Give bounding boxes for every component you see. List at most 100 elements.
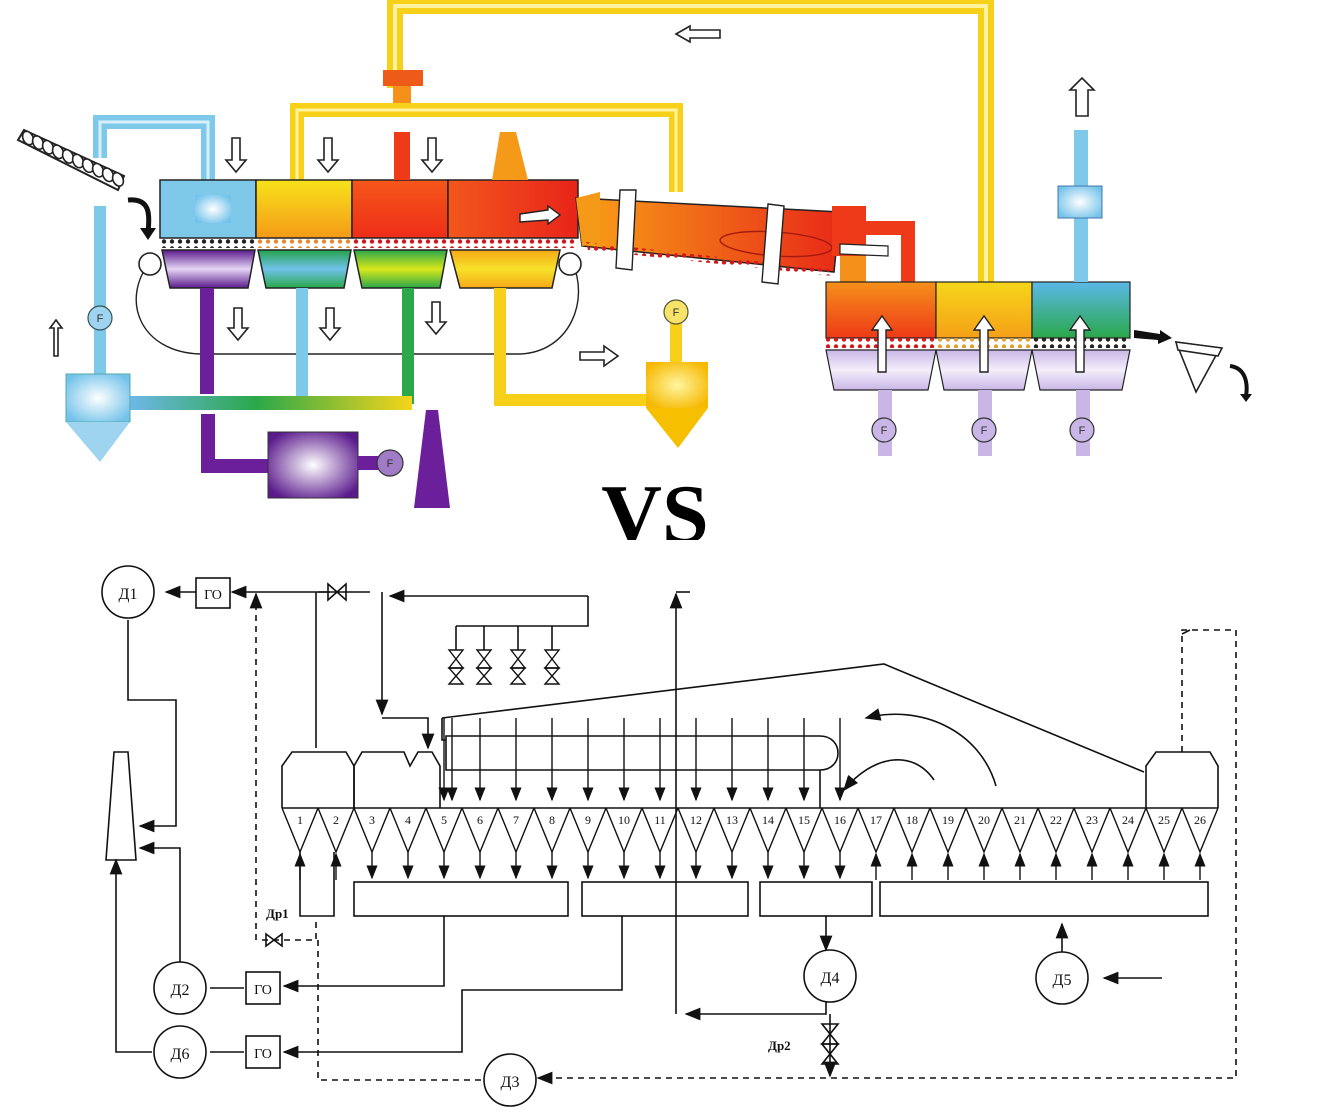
chamber-7 — [498, 808, 534, 852]
chamber-number: 6 — [477, 813, 483, 827]
fan-d4-label: Д4 — [821, 970, 840, 987]
fan-d5 — [1036, 952, 1088, 1004]
throttle-dr1-label: Др1 — [266, 906, 289, 921]
chamber-number: 21 — [1014, 813, 1026, 827]
up-arrow-icon — [50, 320, 62, 356]
down-arrow-icon — [426, 302, 446, 334]
chamber-2 — [318, 808, 354, 852]
chamber-number: 7 — [513, 813, 519, 827]
gas-cleaner-go-1 — [196, 578, 230, 608]
chamber-number: 19 — [942, 813, 954, 827]
throttle-valve-icon — [822, 1024, 838, 1044]
gas-cleaner-go-3 — [246, 1036, 280, 1068]
go-label-3: ГО — [254, 1047, 272, 1062]
go-label-1: ГО — [204, 588, 222, 603]
chamber-number: 1 — [297, 813, 303, 827]
valve-icon — [511, 650, 525, 668]
chamber-number: 11 — [654, 813, 666, 827]
chamber-1 — [282, 808, 318, 852]
down-arrow-icon — [422, 138, 442, 172]
up-arrow-icon — [1070, 78, 1094, 116]
valve-icon — [545, 650, 559, 668]
throttle-dr2-label: Др2 — [768, 1038, 791, 1053]
chamber-number: 3 — [369, 813, 375, 827]
fan-d2-label: Д2 — [171, 982, 190, 999]
fan-d6 — [154, 1026, 206, 1078]
chamber-21 — [1002, 808, 1038, 852]
down-arrow-icon — [318, 138, 338, 172]
colored-process-diagram: F F F F F — [0, 0, 1332, 540]
gas-cleaner-go-2 — [246, 972, 280, 1004]
chamber-number: 9 — [585, 813, 591, 827]
fan-d5-label: Д5 — [1053, 972, 1072, 989]
flow-arrow-left-icon — [676, 26, 720, 42]
chamber-22 — [1038, 808, 1074, 852]
chamber-number: 18 — [906, 813, 918, 827]
fan-d1 — [102, 566, 154, 618]
chamber-4 — [390, 808, 426, 852]
chamber-number: 16 — [834, 813, 846, 827]
chamber-16 — [822, 808, 858, 852]
chamber-number: 22 — [1050, 813, 1062, 827]
valve-icon — [328, 584, 346, 600]
chamber-14 — [750, 808, 786, 852]
chamber-number: 20 — [978, 813, 990, 827]
valve-icon — [545, 668, 559, 684]
chamber-number: 12 — [690, 813, 702, 827]
chamber-15 — [786, 808, 822, 852]
chamber-26 — [1182, 808, 1218, 852]
chamber-number: 24 — [1122, 813, 1134, 827]
flow-arrow-right-icon — [580, 346, 618, 366]
fan-d3-label: Д3 — [501, 1074, 520, 1091]
throttle-valve-icon — [266, 934, 282, 946]
fan-d4 — [804, 950, 856, 1002]
chamber-number: 8 — [549, 813, 555, 827]
chamber-number: 14 — [762, 813, 774, 827]
down-arrow-icon — [228, 308, 248, 340]
fan-d2 — [154, 962, 206, 1014]
chamber-number: 5 — [441, 813, 447, 827]
chamber-19 — [930, 808, 966, 852]
svg-text:F: F — [881, 425, 888, 437]
fan-d1-label: Д1 — [119, 586, 138, 603]
fan-d6-label: Д6 — [171, 1046, 190, 1063]
chamber-17 — [858, 808, 894, 852]
valve-icon — [477, 668, 491, 684]
down-arrow-icon — [320, 308, 340, 340]
chamber-24 — [1110, 808, 1146, 852]
chamber-9 — [570, 808, 606, 852]
chamber-number: 2 — [333, 813, 339, 827]
throttle-valve-icon — [822, 1044, 838, 1064]
chamber-5 — [426, 808, 462, 852]
svg-text:F: F — [97, 313, 104, 325]
chamber-number: 23 — [1086, 813, 1098, 827]
chamber-number: 10 — [618, 813, 630, 827]
valve-icon — [449, 668, 463, 684]
feed-screw-conveyor — [18, 130, 125, 190]
svg-text:F: F — [1079, 425, 1086, 437]
chamber-13 — [714, 808, 750, 852]
chamber-number: 26 — [1194, 813, 1206, 827]
chamber-12 — [678, 808, 714, 852]
chamber-number: 13 — [726, 813, 738, 827]
svg-text:F: F — [981, 425, 988, 437]
chamber-20 — [966, 808, 1002, 852]
svg-text:F: F — [673, 307, 680, 319]
down-arrow-icon — [226, 138, 246, 172]
go-label-2: ГО — [254, 983, 272, 998]
chamber-3 — [354, 808, 390, 852]
chamber-10 — [606, 808, 642, 852]
chimney — [106, 752, 136, 860]
chamber-number: 25 — [1158, 813, 1170, 827]
chamber-number: 17 — [870, 813, 882, 827]
chamber-number: 4 — [405, 813, 411, 827]
valve-icon — [511, 668, 525, 684]
fan-d3 — [484, 1054, 536, 1106]
chamber-8 — [534, 808, 570, 852]
vs-label: VS — [601, 468, 708, 540]
chamber-25 — [1146, 808, 1182, 852]
chamber-18 — [894, 808, 930, 852]
chamber-23 — [1074, 808, 1110, 852]
chamber-number: 15 — [798, 813, 810, 827]
